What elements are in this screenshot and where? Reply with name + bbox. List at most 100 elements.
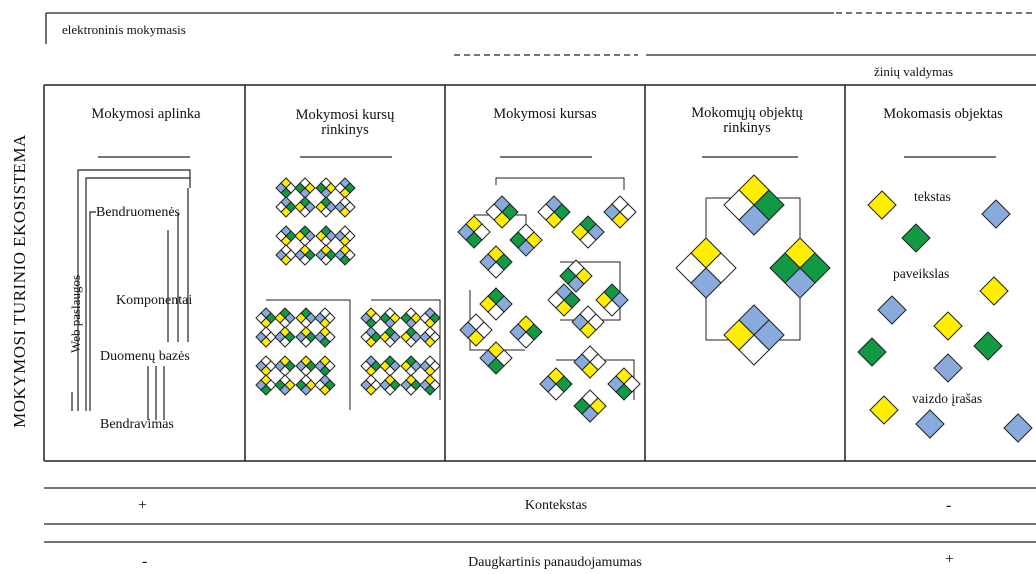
diamond-tile [334, 225, 356, 247]
tile-cell [275, 249, 287, 261]
tile-cell [274, 360, 286, 372]
diamond-tile [571, 305, 605, 339]
tile-cell [479, 295, 497, 313]
tile-cell [295, 360, 307, 372]
panel-title-course: Mokymosi kursas [493, 106, 597, 122]
tile-cell [457, 223, 475, 241]
tile-cell [723, 189, 755, 221]
diamond-tile [573, 389, 607, 423]
tile-cell [334, 182, 346, 194]
tile-cell [314, 379, 326, 391]
course-collection-graphic [255, 177, 441, 410]
diamond-tile [360, 355, 382, 377]
diamond-tile [295, 355, 317, 377]
environment-lines [71, 169, 191, 420]
object-diamond [933, 311, 963, 341]
tile-cell [485, 203, 503, 221]
tile-cell [419, 360, 431, 372]
panel-title-course-collection-line2: rinkinys [321, 122, 369, 138]
scope-lines [45, 12, 1036, 56]
learning-objects-graphic [857, 190, 1033, 443]
panel-title-environment: Mokymosi aplinka [91, 106, 201, 122]
tile-cell [547, 291, 565, 309]
tile-cell [595, 291, 613, 309]
tile-cell [295, 331, 307, 343]
panel-title-object-collection: Mokomųjų objektų rinkinys [652, 106, 842, 136]
tile-cell [315, 230, 327, 242]
diamond-tile [595, 283, 629, 317]
tile-cell [255, 331, 267, 343]
tile-cell [255, 312, 267, 324]
bottom-row-lines [44, 487, 1036, 543]
context-minus: - [946, 497, 952, 514]
diamond-tile [275, 225, 297, 247]
diamond-tile [255, 355, 277, 377]
tile-cell [400, 331, 412, 343]
tile-cell [314, 312, 326, 324]
diamond-tile [419, 355, 441, 377]
diamond-tile [295, 326, 317, 348]
tile-cell [360, 312, 372, 324]
connector-line [371, 299, 441, 400]
context-plus: + [138, 497, 148, 514]
panel-title-course-collection-line1: Mokymosi kursų [295, 107, 395, 123]
diamond-tile [559, 259, 593, 293]
diamond-tile [274, 374, 296, 396]
diamond-tile [573, 345, 607, 379]
diamond-tile [723, 174, 785, 236]
diamond-tile [603, 195, 637, 229]
databases-label: Duomenų bazės [100, 349, 190, 364]
tile-cell [419, 379, 431, 391]
tile-cell [294, 201, 306, 213]
diamond-tile [294, 196, 316, 218]
tile-cell [360, 331, 372, 343]
diamond-tile [275, 244, 297, 266]
tile-cell [295, 312, 307, 324]
panel-title-object-collection-line1: Mokomųjų objektų [691, 105, 803, 121]
connector-line [495, 177, 625, 190]
tile-cell [315, 201, 327, 213]
diamond-tile [315, 177, 337, 199]
diamond-tile [274, 355, 296, 377]
tile-cell [479, 349, 497, 367]
tile-cell [419, 331, 431, 343]
diamond-tile [360, 326, 382, 348]
panel-title-learning-object: Mokomasis objektas [883, 106, 1003, 122]
tile-cell [419, 312, 431, 324]
panel-frame [43, 84, 1036, 462]
reuse-plus: + [945, 551, 955, 568]
diamond-tile [479, 245, 513, 279]
tile-cell [334, 230, 346, 242]
diamond-tile [274, 326, 296, 348]
components-label: Komponentai [116, 293, 193, 308]
diamond-tile [360, 374, 382, 396]
diamond-tile [459, 313, 493, 347]
tile-cell [379, 360, 391, 372]
connector-line [266, 299, 351, 410]
diamond-tile [315, 244, 337, 266]
tile-cell [559, 267, 577, 285]
tile-cell [607, 375, 625, 393]
tile-cell [360, 379, 372, 391]
diamond-tile [360, 307, 382, 329]
diamond-tile [769, 237, 831, 299]
tile-cell [573, 397, 591, 415]
course-graphic [457, 177, 641, 423]
diamond-tile [314, 307, 336, 329]
diamond-tile [607, 367, 641, 401]
diamond-tile [479, 287, 513, 321]
diamond-tile [315, 225, 337, 247]
diamond-tile [379, 374, 401, 396]
object-diamond [857, 337, 887, 367]
tile-cell [334, 201, 346, 213]
tile-cell [274, 312, 286, 324]
tile-cell [294, 230, 306, 242]
panel-title-object-collection-line2: rinkinys [723, 120, 771, 136]
diamond-tile [275, 177, 297, 199]
diamond-tile [675, 237, 737, 299]
knowledge-management-label: žinių valdymas [874, 64, 954, 79]
tile-cell [400, 379, 412, 391]
tile-cell [255, 360, 267, 372]
object-diamond [979, 276, 1009, 306]
